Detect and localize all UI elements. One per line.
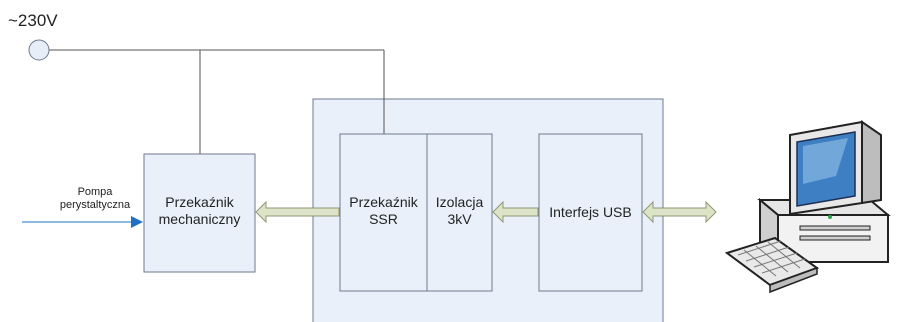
power-terminal-icon (28, 39, 50, 61)
mechanical-relay-label-line2: mechaniczny (158, 210, 241, 227)
ssr-relay-label-line1: Przekaźnik (349, 194, 418, 210)
mechanical-relay-block (143, 153, 256, 273)
desktop-computer-icon (724, 120, 891, 294)
isolation-label-line2: 3kV (447, 210, 472, 227)
power-supply-label: ~230V (8, 11, 58, 30)
ssr-relay-block (339, 133, 428, 292)
pump-label-line2: perystaltyczna (59, 199, 131, 212)
ssr-relay-label-line2: SSR (369, 210, 398, 227)
arrow-usb-computer-bidirectional (642, 200, 717, 224)
mechanical-relay-label: Przekaźnik mechaniczny (144, 194, 255, 228)
ssr-relay-label: Przekaźnik SSR (340, 194, 427, 228)
isolation-block (426, 133, 493, 292)
usb-interface-block (538, 133, 643, 292)
arrow-ssr-to-mechanical (255, 200, 340, 224)
isolation-label-line1: Izolacja (435, 194, 484, 210)
mechanical-relay-label-line1: Przekaźnik (165, 194, 234, 210)
usb-interface-label: Interfejs USB (549, 204, 632, 220)
pump-label: Pompa perystaltyczna (40, 186, 150, 212)
power-wires (49, 49, 385, 154)
pump-arrow-icon (131, 216, 143, 228)
isolation-label: Izolacja 3kV (427, 194, 492, 228)
arrow-usb-to-isolation (492, 200, 539, 224)
pump-label-line1: Pompa (77, 186, 113, 198)
